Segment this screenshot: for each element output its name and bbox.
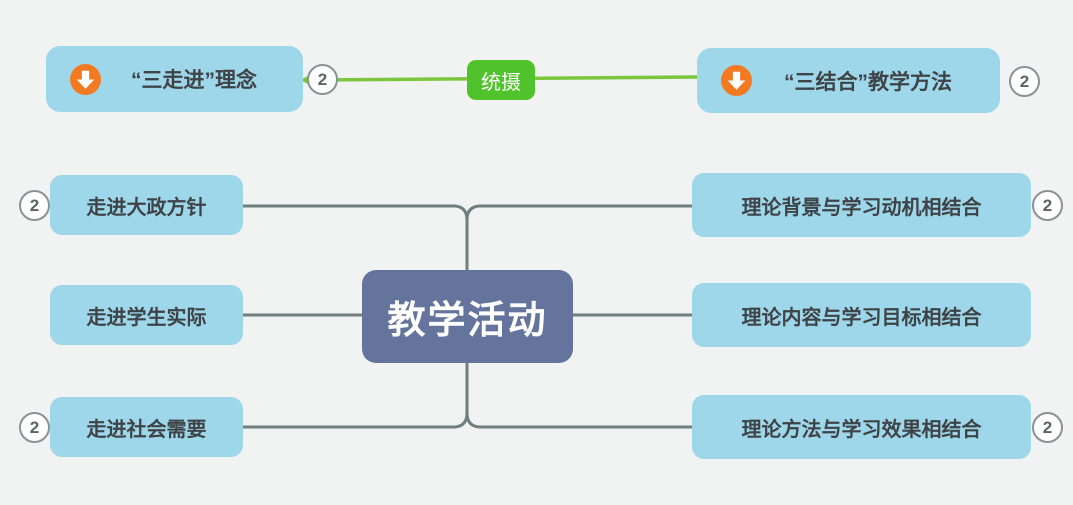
down-arrow-icon bbox=[70, 63, 101, 95]
wire-bottom-left bbox=[241, 359, 469, 429]
badge-root-left[interactable]: 2 bbox=[307, 64, 338, 95]
right-branch-1[interactable]: 理论背景与学习动机相结合 bbox=[692, 173, 1031, 237]
relation-label[interactable]: 统摄 bbox=[467, 60, 535, 100]
center-node[interactable]: 教学活动 bbox=[362, 270, 573, 363]
left-branch-3-label: 走进社会需要 bbox=[86, 418, 207, 441]
root-node-right-label: “三结合”教学方法 bbox=[784, 70, 952, 94]
right-branch-2[interactable]: 理论内容与学习目标相结合 bbox=[692, 283, 1031, 347]
right-branch-3[interactable]: 理论方法与学习效果相结合 bbox=[692, 395, 1031, 459]
root-node-left[interactable]: “三走进”理念 bbox=[46, 46, 303, 112]
badge-left-branch-3[interactable]: 2 bbox=[19, 412, 50, 443]
badge-root-right[interactable]: 2 bbox=[1009, 66, 1040, 97]
badge-right-branch-1[interactable]: 2 bbox=[1032, 190, 1063, 221]
center-node-label: 教学活动 bbox=[387, 300, 548, 342]
left-branch-2[interactable]: 走进学生实际 bbox=[50, 285, 243, 345]
root-node-left-label: “三走进”理念 bbox=[131, 69, 257, 92]
wire-bottom-right bbox=[465, 411, 696, 429]
left-branch-1-label: 走进大政方针 bbox=[86, 196, 207, 219]
right-branch-2-label: 理论内容与学习目标相结合 bbox=[741, 306, 982, 329]
left-branch-3[interactable]: 走进社会需要 bbox=[50, 397, 243, 457]
right-branch-1-label: 理论背景与学习动机相结合 bbox=[741, 196, 982, 219]
root-node-right[interactable]: “三结合”教学方法 bbox=[697, 48, 1000, 113]
right-branch-3-label: 理论方法与学习效果相结合 bbox=[741, 418, 982, 441]
left-branch-1[interactable]: 走进大政方针 bbox=[50, 175, 243, 235]
wire-top-right bbox=[465, 204, 696, 222]
wire-top-left bbox=[241, 204, 469, 274]
badge-right-branch-3[interactable]: 2 bbox=[1032, 412, 1063, 443]
down-arrow-icon bbox=[721, 65, 752, 96]
left-branch-2-label: 走进学生实际 bbox=[86, 306, 207, 329]
badge-left-branch-1[interactable]: 2 bbox=[19, 190, 50, 221]
